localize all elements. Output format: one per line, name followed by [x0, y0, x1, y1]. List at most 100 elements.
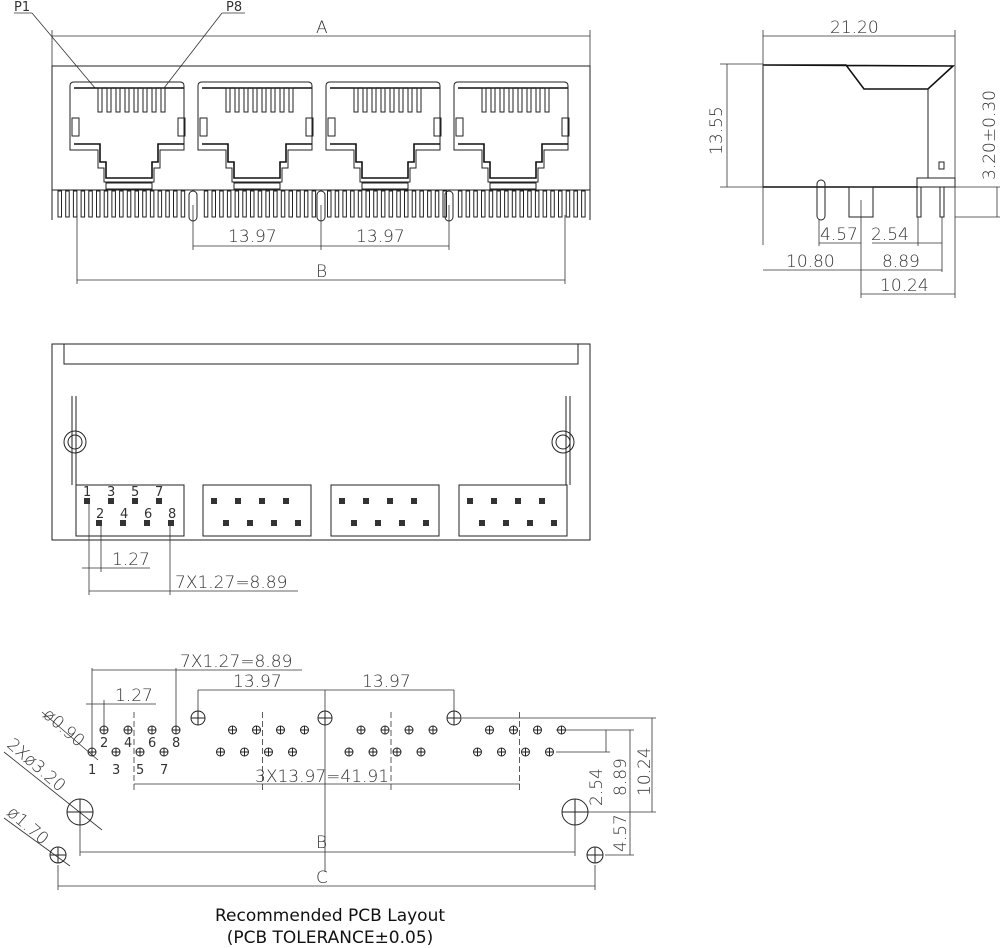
jack-base	[105, 182, 153, 190]
front-view: A P1 P8 13.97 13.97 B	[14, 0, 591, 284]
side-1024-label: 10.24	[880, 276, 929, 296]
rj45-jack	[197, 81, 314, 190]
lead-pin	[365, 190, 370, 218]
pcb-pin-hole-even	[123, 725, 133, 735]
contact-pin	[97, 87, 103, 113]
side-top-profile	[762, 64, 956, 90]
lead-pin	[496, 190, 501, 218]
rj45-jack	[325, 81, 442, 190]
pin-block	[458, 484, 568, 537]
pcb-jack-2-label: 13.97	[362, 672, 411, 692]
pcb-pin-hole-odd	[159, 747, 169, 757]
lead-pin	[558, 190, 563, 218]
contact-pin	[398, 87, 404, 113]
jack-latch-left	[199, 117, 208, 137]
pcb-pin-hole-odd	[497, 747, 506, 757]
lead-pin	[211, 190, 216, 218]
pin-pad-odd	[259, 498, 265, 504]
lead-pin	[142, 190, 147, 218]
side-457-label: 4.57	[820, 225, 858, 245]
lead-pin	[303, 190, 309, 218]
side-254-label: 2.54	[871, 225, 909, 245]
pcb-pin-number-odd: 5	[136, 763, 144, 778]
pcb-pin-hole-odd	[344, 747, 354, 757]
pin-pad-even	[423, 520, 429, 526]
pin-pad-odd	[387, 498, 393, 504]
jack-base	[233, 182, 281, 190]
lead-pin	[157, 190, 163, 218]
pcb-pin-number-odd: 1	[88, 763, 96, 778]
contact-pin	[362, 87, 368, 113]
pcb-254-label: 2.54	[587, 768, 607, 806]
lead-pin	[573, 190, 578, 218]
pcb-pin-hole-odd	[240, 747, 249, 757]
rj45-jack	[69, 81, 186, 190]
pin-pad-even	[527, 520, 533, 526]
lead-pin	[72, 190, 78, 218]
side-height-label: 13.55	[707, 106, 727, 155]
pcb-pin-hole-odd	[368, 747, 378, 757]
pin-pad-even	[375, 520, 381, 526]
pcb-pin-hole-even	[99, 725, 109, 735]
pin-block	[330, 484, 440, 537]
lead-pin	[419, 190, 424, 218]
jack-latch-left	[71, 117, 80, 137]
pin-pad-odd	[339, 498, 345, 504]
lead-pin	[234, 190, 240, 218]
pin-pad-even	[247, 520, 253, 526]
contact-pin	[151, 87, 157, 113]
lead-pin	[65, 190, 70, 218]
jack-base	[489, 182, 537, 190]
lead-pin	[457, 190, 463, 218]
lead-pin	[165, 190, 170, 218]
bottom-span-label: 7X1.27=8.89	[175, 573, 287, 593]
pcb-457-label: 4.57	[611, 814, 631, 852]
pcb-pin-number-even: 6	[148, 736, 156, 751]
jack-latch-right	[305, 117, 314, 137]
pin-pad-odd	[235, 498, 241, 504]
lead-pin	[119, 190, 124, 218]
pin-pad-even	[120, 520, 126, 526]
contact-pin	[270, 87, 276, 113]
pin-pad-even	[399, 520, 405, 526]
lead-pin	[473, 190, 478, 218]
pcb-pitch-label: 1.27	[115, 686, 153, 706]
pin-pad-even	[223, 520, 229, 526]
lead-pin	[581, 190, 586, 218]
contact-pin	[353, 87, 359, 113]
contact-pin	[526, 87, 532, 113]
pcb-pin-hole-odd	[111, 747, 121, 757]
pcb-small-hole-left	[49, 846, 67, 864]
contact-pin	[115, 87, 121, 113]
pin-pad-even	[551, 520, 557, 526]
lead-pin	[311, 190, 317, 218]
contact-pin	[261, 87, 267, 113]
pcb-pin-hole-even	[276, 725, 285, 735]
lead-pin	[149, 190, 155, 218]
pcb-shield-hole	[190, 710, 206, 726]
side-peg	[816, 179, 826, 221]
contact-pin	[252, 87, 258, 113]
contact-pin	[225, 87, 231, 113]
contact-pin	[160, 87, 166, 113]
lead-pin	[427, 190, 432, 218]
lead-pin	[542, 190, 548, 218]
pcb-pin-hole-odd	[216, 747, 225, 757]
pcb-small-hole-right	[586, 846, 604, 864]
pcb-pin-hole-odd	[521, 747, 530, 757]
pin-pad-odd	[515, 498, 521, 504]
contact-pin	[535, 87, 541, 113]
pcb-pin-hole-even	[380, 725, 390, 735]
contact-pin	[380, 87, 386, 113]
lead-pin	[465, 190, 471, 218]
contact-pin	[499, 87, 505, 113]
lead-pin	[411, 190, 417, 218]
lead-pin	[126, 190, 132, 218]
pcb-pin-hole-even	[428, 725, 438, 735]
pcb-pin-hole-odd	[87, 747, 97, 757]
contact-pin	[142, 87, 148, 113]
lead-pin	[565, 190, 571, 218]
pcb-jack-1-label: 13.97	[233, 672, 282, 692]
pcb-hole-pin-label: ø0.90	[39, 705, 89, 752]
